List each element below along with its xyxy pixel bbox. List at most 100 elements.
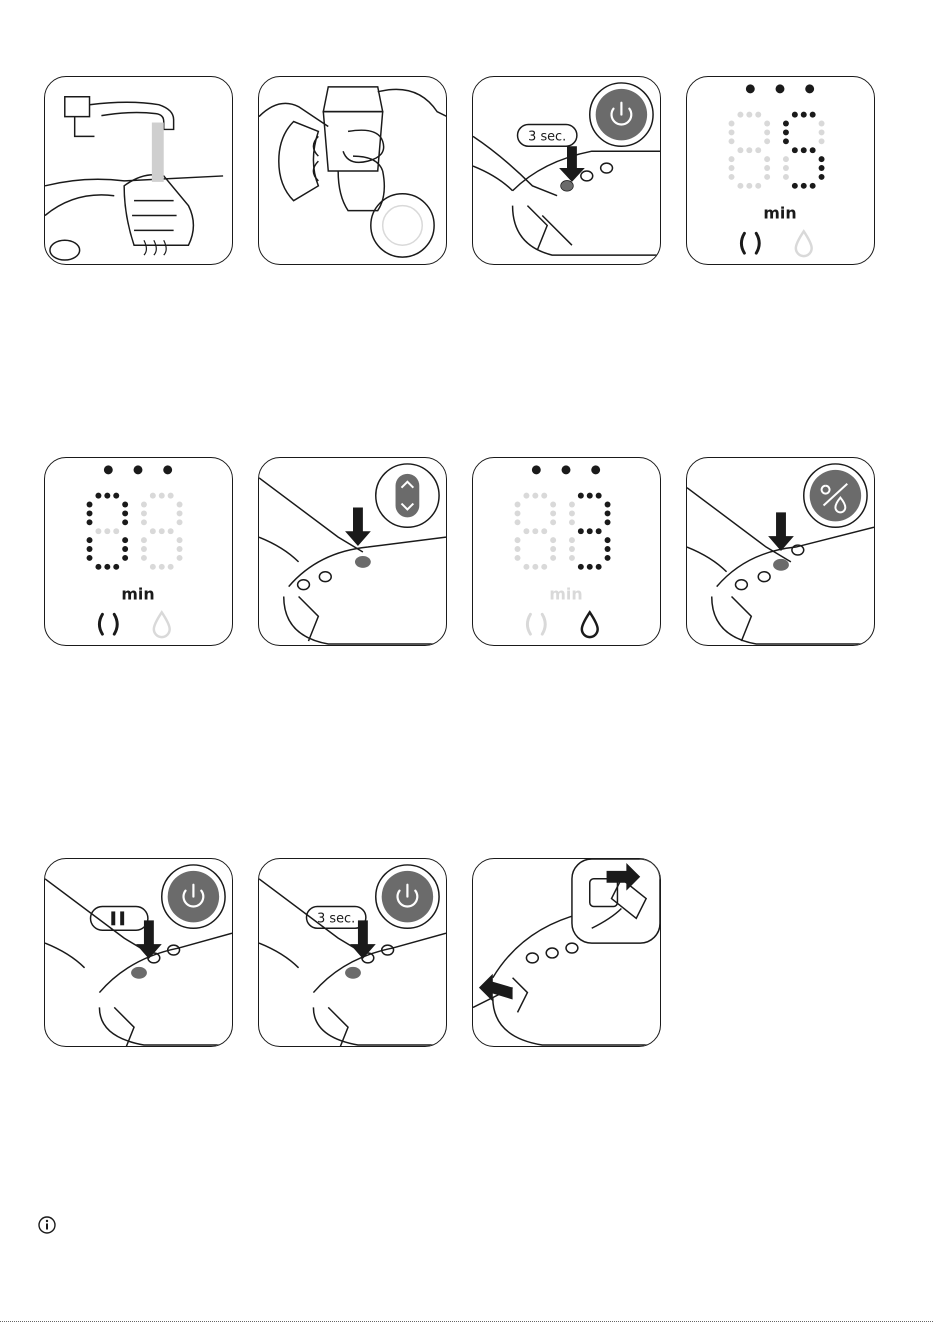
display-dot (729, 156, 735, 162)
display-dot (605, 510, 611, 516)
display-dot (177, 519, 183, 525)
indicator-dot (134, 465, 143, 474)
display-dot (177, 510, 183, 516)
display-dot (729, 138, 735, 144)
display-dot (764, 138, 770, 144)
panel-power-off-3-sec: 3 sec. (258, 858, 447, 1047)
indicator-dot (746, 84, 755, 93)
indicator-dot (805, 84, 814, 93)
display-dot (541, 564, 547, 570)
display-dot (587, 493, 593, 499)
panel-press-mode-switch (686, 457, 875, 646)
display-dot (87, 519, 93, 525)
display-dot (177, 546, 183, 552)
display-dot (746, 183, 752, 189)
display-dot (550, 546, 556, 552)
display-dot (177, 537, 183, 543)
display-dot (532, 493, 538, 499)
display-dot (95, 493, 101, 499)
display-dot (569, 555, 575, 561)
display-dot (550, 519, 556, 525)
display-dot (150, 564, 156, 570)
display-dot (819, 156, 825, 162)
unplug-illustration (473, 859, 660, 1046)
display-dot (541, 493, 547, 499)
display-dot (515, 537, 521, 543)
display-dot (168, 493, 174, 499)
display-dot (764, 121, 770, 127)
display-dot (122, 546, 128, 552)
display-dot (532, 564, 538, 570)
display-dot (596, 493, 602, 499)
panel-pause (44, 858, 233, 1047)
display-dot (95, 564, 101, 570)
panel-unplug-charger (472, 858, 661, 1047)
display-dot (605, 546, 611, 552)
power-off-illustration: 3 sec. (259, 859, 446, 1046)
display-dot (729, 165, 735, 171)
display-dot (122, 555, 128, 561)
display-dot (729, 129, 735, 135)
display-dot (764, 174, 770, 180)
display-dot (523, 528, 529, 534)
expression-drop-icon (796, 231, 812, 256)
display-dot (104, 528, 110, 534)
display-dot (541, 528, 547, 534)
display-dot (141, 502, 147, 508)
display-dot (729, 121, 735, 127)
panel-assemble-pump (258, 76, 447, 265)
display-dot (783, 121, 789, 127)
indicator-dot (163, 465, 172, 474)
display-dot (578, 564, 584, 570)
display-dot (569, 519, 575, 525)
display-dot (819, 138, 825, 144)
display-dot (810, 112, 816, 118)
display-dot (587, 528, 593, 534)
display-dot (729, 174, 735, 180)
display-dot (783, 138, 789, 144)
wash-hands-illustration (45, 77, 232, 264)
arrow-down-icon (768, 512, 794, 551)
display-dot (113, 528, 119, 534)
display-dot (141, 519, 147, 525)
display-dot (141, 546, 147, 552)
display-dot (783, 174, 789, 180)
display-dot (801, 112, 807, 118)
display-dot (819, 129, 825, 135)
display-03: min (473, 458, 660, 645)
display-dot (87, 510, 93, 516)
display-dot (113, 493, 119, 499)
mode-switch-illustration (687, 458, 874, 645)
display-dot (792, 183, 798, 189)
display-dot (783, 165, 789, 171)
indicator-dot (562, 465, 571, 474)
display-dot (177, 502, 183, 508)
display-dot (122, 537, 128, 543)
display-dot (515, 555, 521, 561)
indicator-dot (532, 465, 541, 474)
display-dot (755, 183, 761, 189)
display-dot (168, 528, 174, 534)
panel-power-on-3-sec: 3 sec. (472, 76, 661, 265)
display-dot (523, 564, 529, 570)
display-dot (587, 564, 593, 570)
info-icon (38, 1216, 56, 1234)
min-label: min (763, 203, 796, 222)
panel-press-up-down (258, 457, 447, 646)
indicator-dot (591, 465, 600, 474)
display-dot (764, 129, 770, 135)
display-dot (515, 510, 521, 516)
display-dot (515, 519, 521, 525)
display-dot (746, 147, 752, 153)
arrow-down-icon (345, 507, 371, 546)
display-dot (605, 537, 611, 543)
display-dot (605, 519, 611, 525)
panel-wash-hands (44, 76, 233, 265)
display-dot (550, 510, 556, 516)
display-dot (168, 564, 174, 570)
display-dot (515, 502, 521, 508)
display-dot (95, 528, 101, 534)
display-dot (569, 510, 575, 516)
display-dot (737, 183, 743, 189)
display-dot (819, 174, 825, 180)
